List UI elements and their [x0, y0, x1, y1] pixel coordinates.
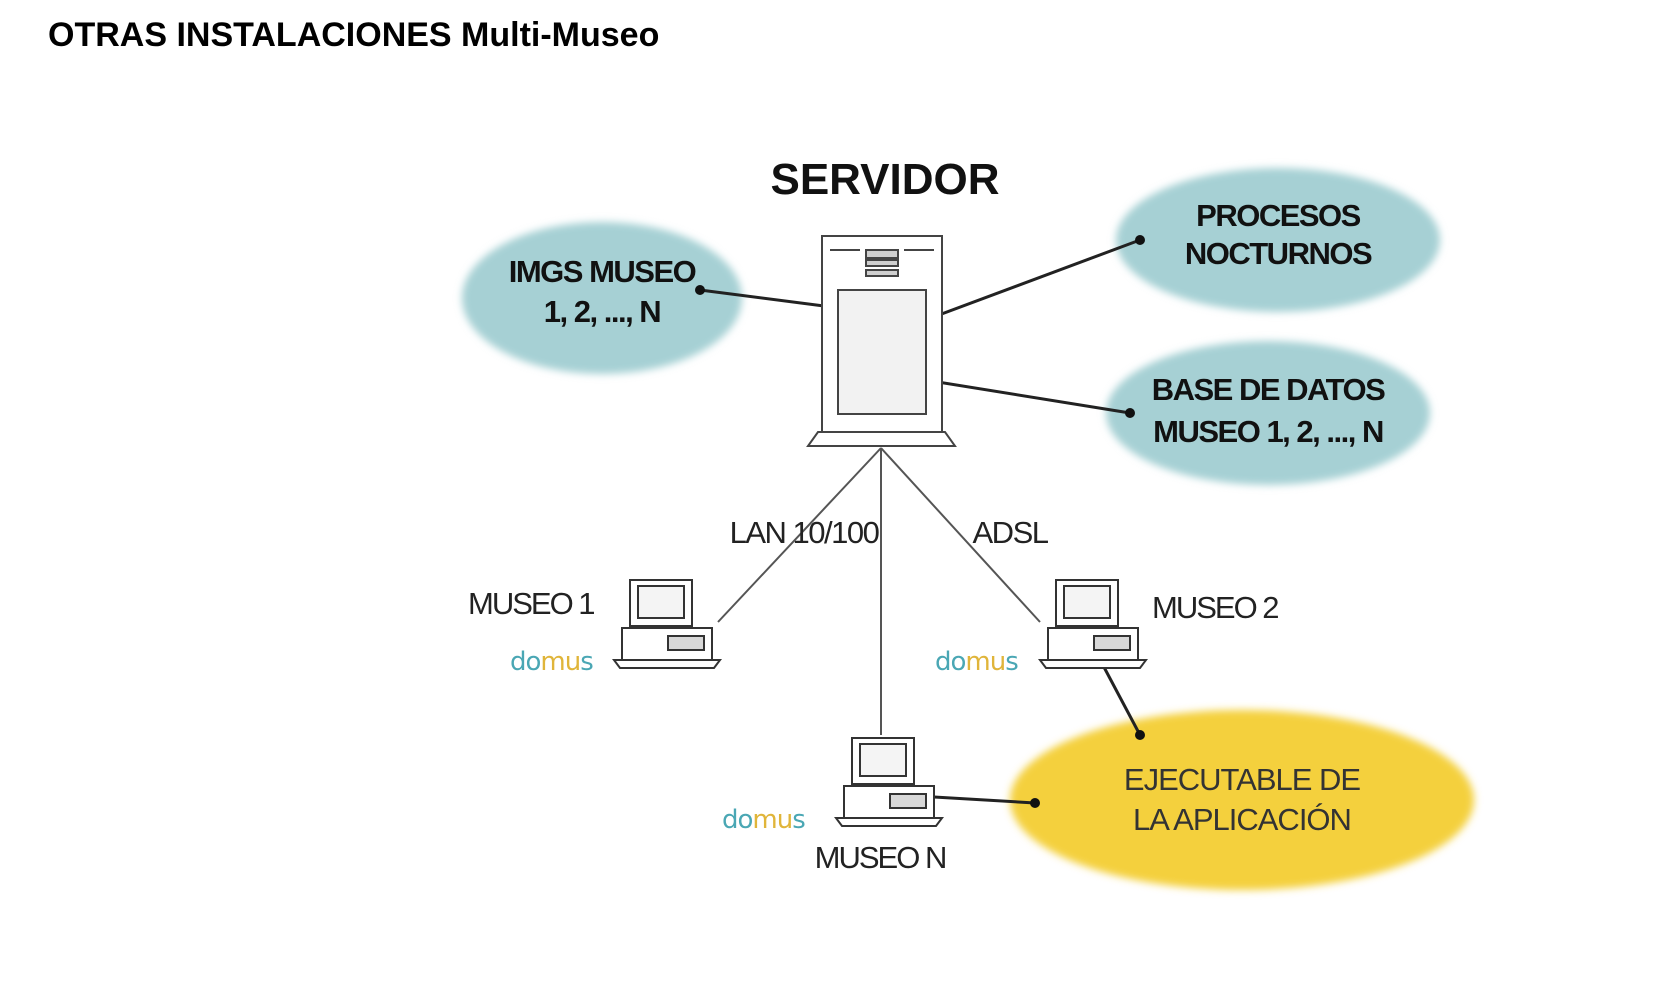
link-label-lan: LAN 10/100: [730, 515, 880, 550]
link-museo1: [717, 447, 882, 623]
bubble-ejecutable-line2: LA APLICACIÓN: [1133, 802, 1351, 837]
connector-procesos: [911, 238, 1141, 327]
bubble-base-de-datos: BASE DE DATOS MUSEO 1, 2, ..., N: [1106, 341, 1430, 485]
bubble-imgs-line1: IMGS MUSEO: [509, 254, 696, 289]
bubble-base-line2: MUSEO 1, 2, ..., N: [1153, 414, 1383, 449]
client-museoN: MUSEO N domus: [722, 737, 947, 875]
connections: [717, 447, 1041, 735]
domus-logo-museo1: domus: [510, 647, 593, 677]
bubble-base-line1: BASE DE DATOS: [1152, 372, 1385, 407]
label-museoN: MUSEO N: [815, 840, 946, 875]
connector-base: [912, 376, 1131, 415]
domus-logo-museoN: domus: [722, 805, 805, 835]
bubble-imgs-museo: IMGS MUSEO 1, 2, ..., N: [462, 222, 742, 374]
client-museo1: MUSEO 1 domus: [468, 579, 722, 677]
bubble-imgs-line2: 1, 2, ..., N: [544, 294, 660, 329]
page-title: OTRAS INSTALACIONES Multi-Museo: [48, 16, 660, 54]
domus-logo-museo2: domus: [935, 647, 1018, 677]
bubble-procesos-nocturnos: PROCESOS NOCTURNOS: [1116, 168, 1440, 312]
server-tower-icon: [806, 235, 957, 447]
server-label: SERVIDOR: [770, 155, 999, 204]
bubble-procesos-line1: PROCESOS: [1196, 198, 1361, 233]
computer-icon: [612, 579, 722, 669]
label-museo2: MUSEO 2: [1152, 590, 1278, 625]
bubble-ejecutable-line1: EJECUTABLE DE: [1124, 762, 1361, 797]
computer-icon: [1038, 579, 1148, 669]
label-museo1: MUSEO 1: [468, 586, 594, 621]
computer-icon: [834, 737, 944, 827]
client-museo2: MUSEO 2 domus: [935, 579, 1280, 677]
link-museo2: [880, 447, 1041, 623]
bubble-procesos-line2: NOCTURNOS: [1185, 236, 1372, 271]
bubble-ejecutable: EJECUTABLE DE LA APLICACIÓN: [1010, 710, 1474, 890]
link-label-adsl: ADSL: [973, 515, 1049, 550]
